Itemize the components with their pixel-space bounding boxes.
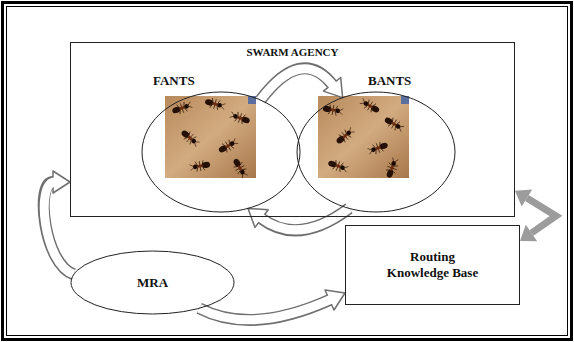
arrow-head — [520, 225, 537, 241]
ant-figure — [189, 159, 211, 172]
frame-outer-line — [3, 3, 572, 340]
ant-figure — [383, 115, 405, 134]
ant-figure — [179, 128, 201, 149]
node-label: Routing Knowledge Base — [385, 249, 480, 282]
node-heading: BANTS — [368, 73, 411, 89]
arrow-body — [527, 198, 556, 233]
block-arrow — [261, 68, 343, 100]
ant-figure — [171, 100, 193, 116]
ant-ellipse: BANTS — [296, 71, 456, 213]
arrow-body — [199, 299, 331, 320]
node-heading: FANTS — [153, 73, 195, 89]
ant-figure — [322, 103, 344, 116]
ant-figure — [384, 157, 400, 179]
ellipse-line — [142, 92, 300, 212]
arrow-head — [515, 190, 532, 207]
block-arrow — [199, 290, 345, 320]
ant-figure — [359, 97, 381, 116]
ant-figure — [229, 110, 251, 126]
photo-ground — [165, 96, 256, 178]
bants-photo — [318, 96, 409, 179]
agent-ellipse: MRA — [70, 250, 235, 315]
ant-ellipse: FANTS — [141, 71, 301, 213]
ant-figure — [367, 140, 389, 156]
ant-figure — [231, 157, 250, 179]
arrow-body — [260, 208, 349, 230]
ant-figure — [327, 158, 349, 174]
frame-inner-line — [7, 7, 568, 336]
ellipse-line — [297, 92, 455, 212]
knowledge-box: Routing Knowledge Base — [345, 225, 520, 305]
agency-box: SWARM AGENCY FANTS BANTS — [70, 42, 515, 217]
block-arrow — [248, 208, 349, 230]
node-label: MRA — [137, 275, 168, 291]
ant-figure — [334, 126, 356, 147]
ellipse-outline — [296, 91, 456, 213]
double-arrow — [515, 190, 556, 242]
ant-figure — [204, 97, 226, 112]
group-title: SWARM AGENCY — [71, 43, 514, 58]
arrow-head — [53, 171, 70, 193]
fants-photo — [165, 96, 256, 179]
arrow-body — [261, 69, 334, 100]
ellipse-outline — [141, 91, 301, 213]
ant-figure — [217, 137, 239, 156]
ellipse-line — [71, 251, 234, 314]
